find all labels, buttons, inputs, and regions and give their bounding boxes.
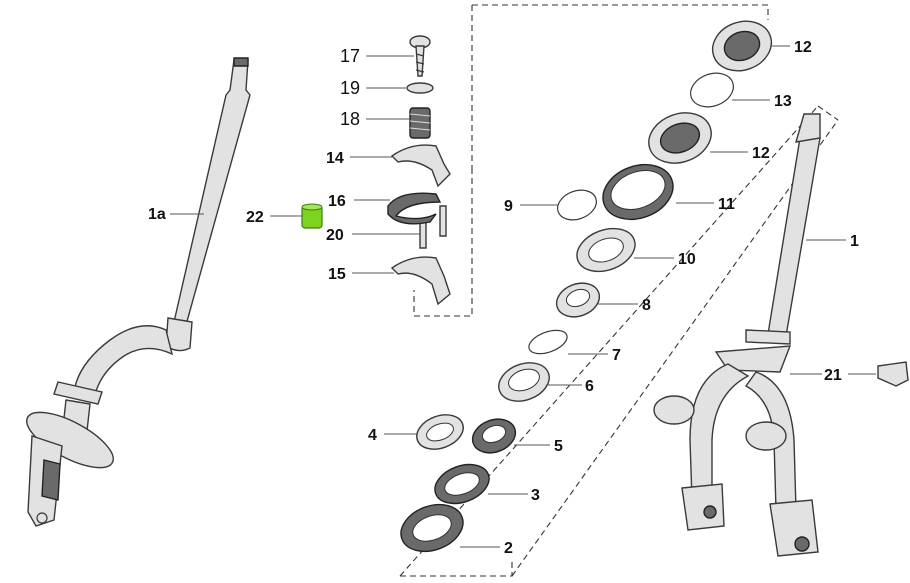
fork-group-outline-top — [817, 105, 839, 121]
callout-3: 3 — [531, 487, 540, 504]
seal-part-3[interactable] — [430, 458, 495, 511]
clamp-part-15[interactable] — [390, 256, 451, 306]
callout-6: 6 — [585, 378, 594, 395]
bolt-part-20[interactable] — [419, 219, 427, 249]
fork-group-outline — [400, 560, 513, 577]
ring-part-9[interactable] — [553, 185, 600, 225]
callout-22: 22 — [246, 209, 264, 226]
callout-12-top: 12 — [794, 39, 812, 56]
clamp-part-16[interactable] — [387, 192, 442, 225]
ring-part-12-mid[interactable] — [642, 105, 719, 172]
callout-12-mid: 12 — [752, 145, 770, 162]
fork-part-1[interactable] — [653, 113, 821, 557]
callout-7: 7 — [612, 347, 621, 364]
cup-part-11[interactable] — [595, 155, 680, 228]
callout-1a: 1a — [148, 206, 166, 223]
clamp-part-14[interactable] — [390, 144, 451, 188]
cup-part-6[interactable] — [493, 356, 554, 408]
callout-8: 8 — [642, 297, 651, 314]
callout-18: 18 — [340, 109, 360, 129]
callout-19: 19 — [340, 78, 360, 98]
callout-10: 10 — [678, 251, 696, 268]
cup-part-10[interactable] — [571, 221, 641, 279]
cap-part-21[interactable] — [877, 361, 909, 387]
fork-group-outline-diag-right — [511, 119, 839, 577]
callout-13: 13 — [774, 93, 792, 110]
callout-4: 4 — [368, 427, 377, 444]
highlighted-part-22[interactable] — [301, 203, 323, 229]
ball-bearing-part-4[interactable] — [412, 409, 468, 455]
cone-part-5[interactable] — [468, 413, 520, 458]
steering-column-part-1a[interactable] — [19, 57, 251, 527]
callout-16: 16 — [328, 193, 346, 210]
callout-9: 9 — [504, 198, 513, 215]
callout-15: 15 — [328, 266, 346, 283]
screw-part-17[interactable] — [409, 35, 431, 77]
bolt-part-20b[interactable] — [439, 205, 447, 237]
ring-part-7[interactable] — [526, 326, 570, 358]
seal-part-2[interactable] — [394, 496, 469, 559]
callout-21: 21 — [824, 367, 842, 384]
callout-11: 11 — [718, 196, 735, 213]
bearing-group-outline — [472, 4, 769, 20]
clamp-group-outline — [413, 168, 473, 317]
callout-17: 17 — [340, 46, 360, 66]
callout-20: 20 — [326, 227, 344, 244]
cone-part-8[interactable] — [552, 277, 604, 322]
spring-part-18[interactable] — [409, 107, 431, 139]
ring-part-13[interactable] — [686, 67, 738, 112]
callout-5: 5 — [554, 438, 563, 455]
callout-2: 2 — [504, 540, 513, 557]
ring-part-12-top[interactable] — [706, 13, 779, 79]
callout-14: 14 — [326, 150, 344, 167]
washer-part-19[interactable] — [406, 82, 434, 94]
callout-1: 1 — [850, 233, 859, 250]
